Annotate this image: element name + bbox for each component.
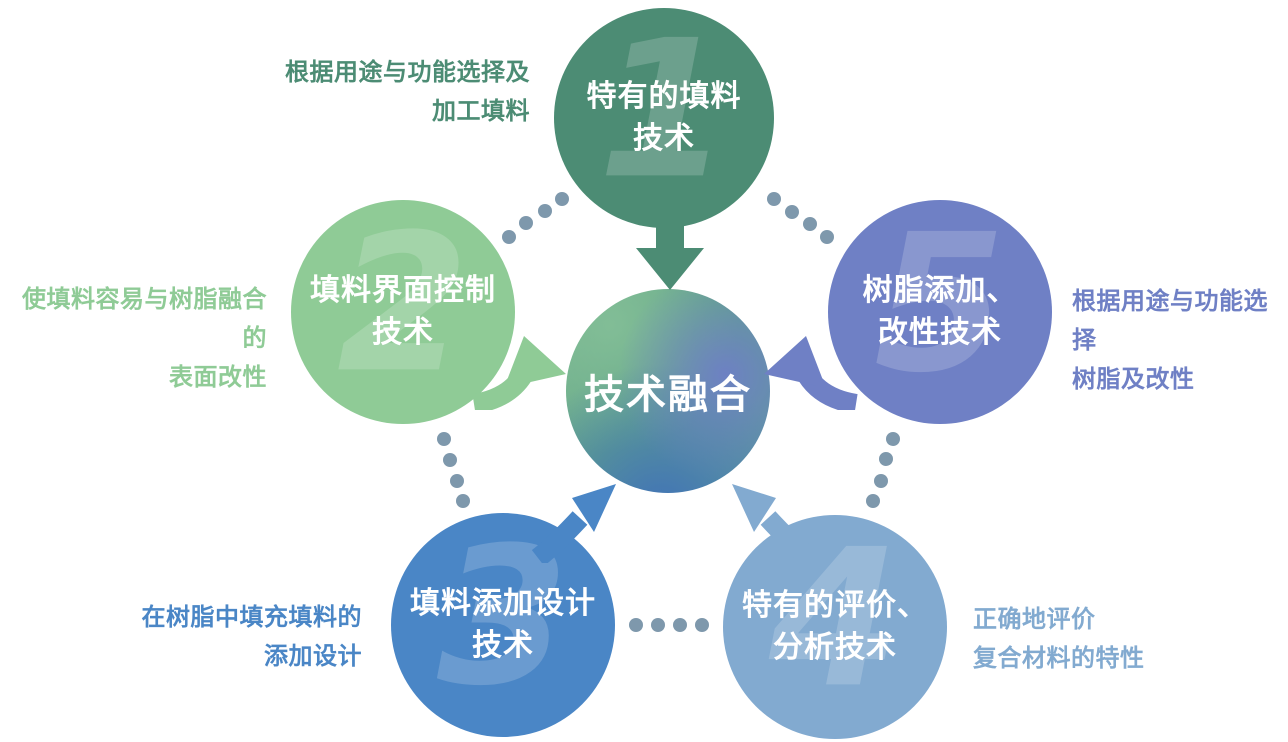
node-title-5: 树脂添加、 改性技术 [862, 273, 1018, 350]
node-note-1: 根据用途与功能选择及 加工填料 [285, 58, 530, 125]
node-title-2: 填料界面控制 技术 [310, 273, 496, 350]
arrow-right-icon [472, 336, 566, 410]
node-circle-1: 1 特有的填料 技术 [554, 8, 774, 228]
arrow-down-icon [636, 226, 704, 290]
node-note-5: 根据用途与功能选择 树脂及改性 [1072, 287, 1268, 393]
center-label: 技术融合 [584, 372, 752, 418]
arrow-up-left-icon [732, 484, 816, 563]
node-note-3: 在树脂中填充填料的 添加设计 [141, 603, 362, 670]
node-title-4: 特有的评价、 分析技术 [742, 588, 928, 665]
node-note-4: 正确地评价 复合材料的特性 [973, 605, 1145, 672]
node-title-3: 填料添加设计 技术 [410, 586, 596, 663]
node-note-2: 使填料容易与树脂融合的 表面改性 [22, 285, 267, 391]
arrow-up-right-icon [532, 484, 616, 563]
node-title-1: 特有的填料 技术 [586, 79, 742, 156]
dotted-arc-1-2 [502, 192, 569, 244]
dotted-arc-4-5 [866, 432, 900, 508]
arrow-left-icon [764, 336, 858, 410]
dotted-arc-3-4 [629, 618, 709, 632]
dotted-arc-1-5 [767, 192, 834, 244]
center-circle: 技术融合 [566, 289, 770, 493]
dotted-arc-2-3 [437, 432, 470, 508]
